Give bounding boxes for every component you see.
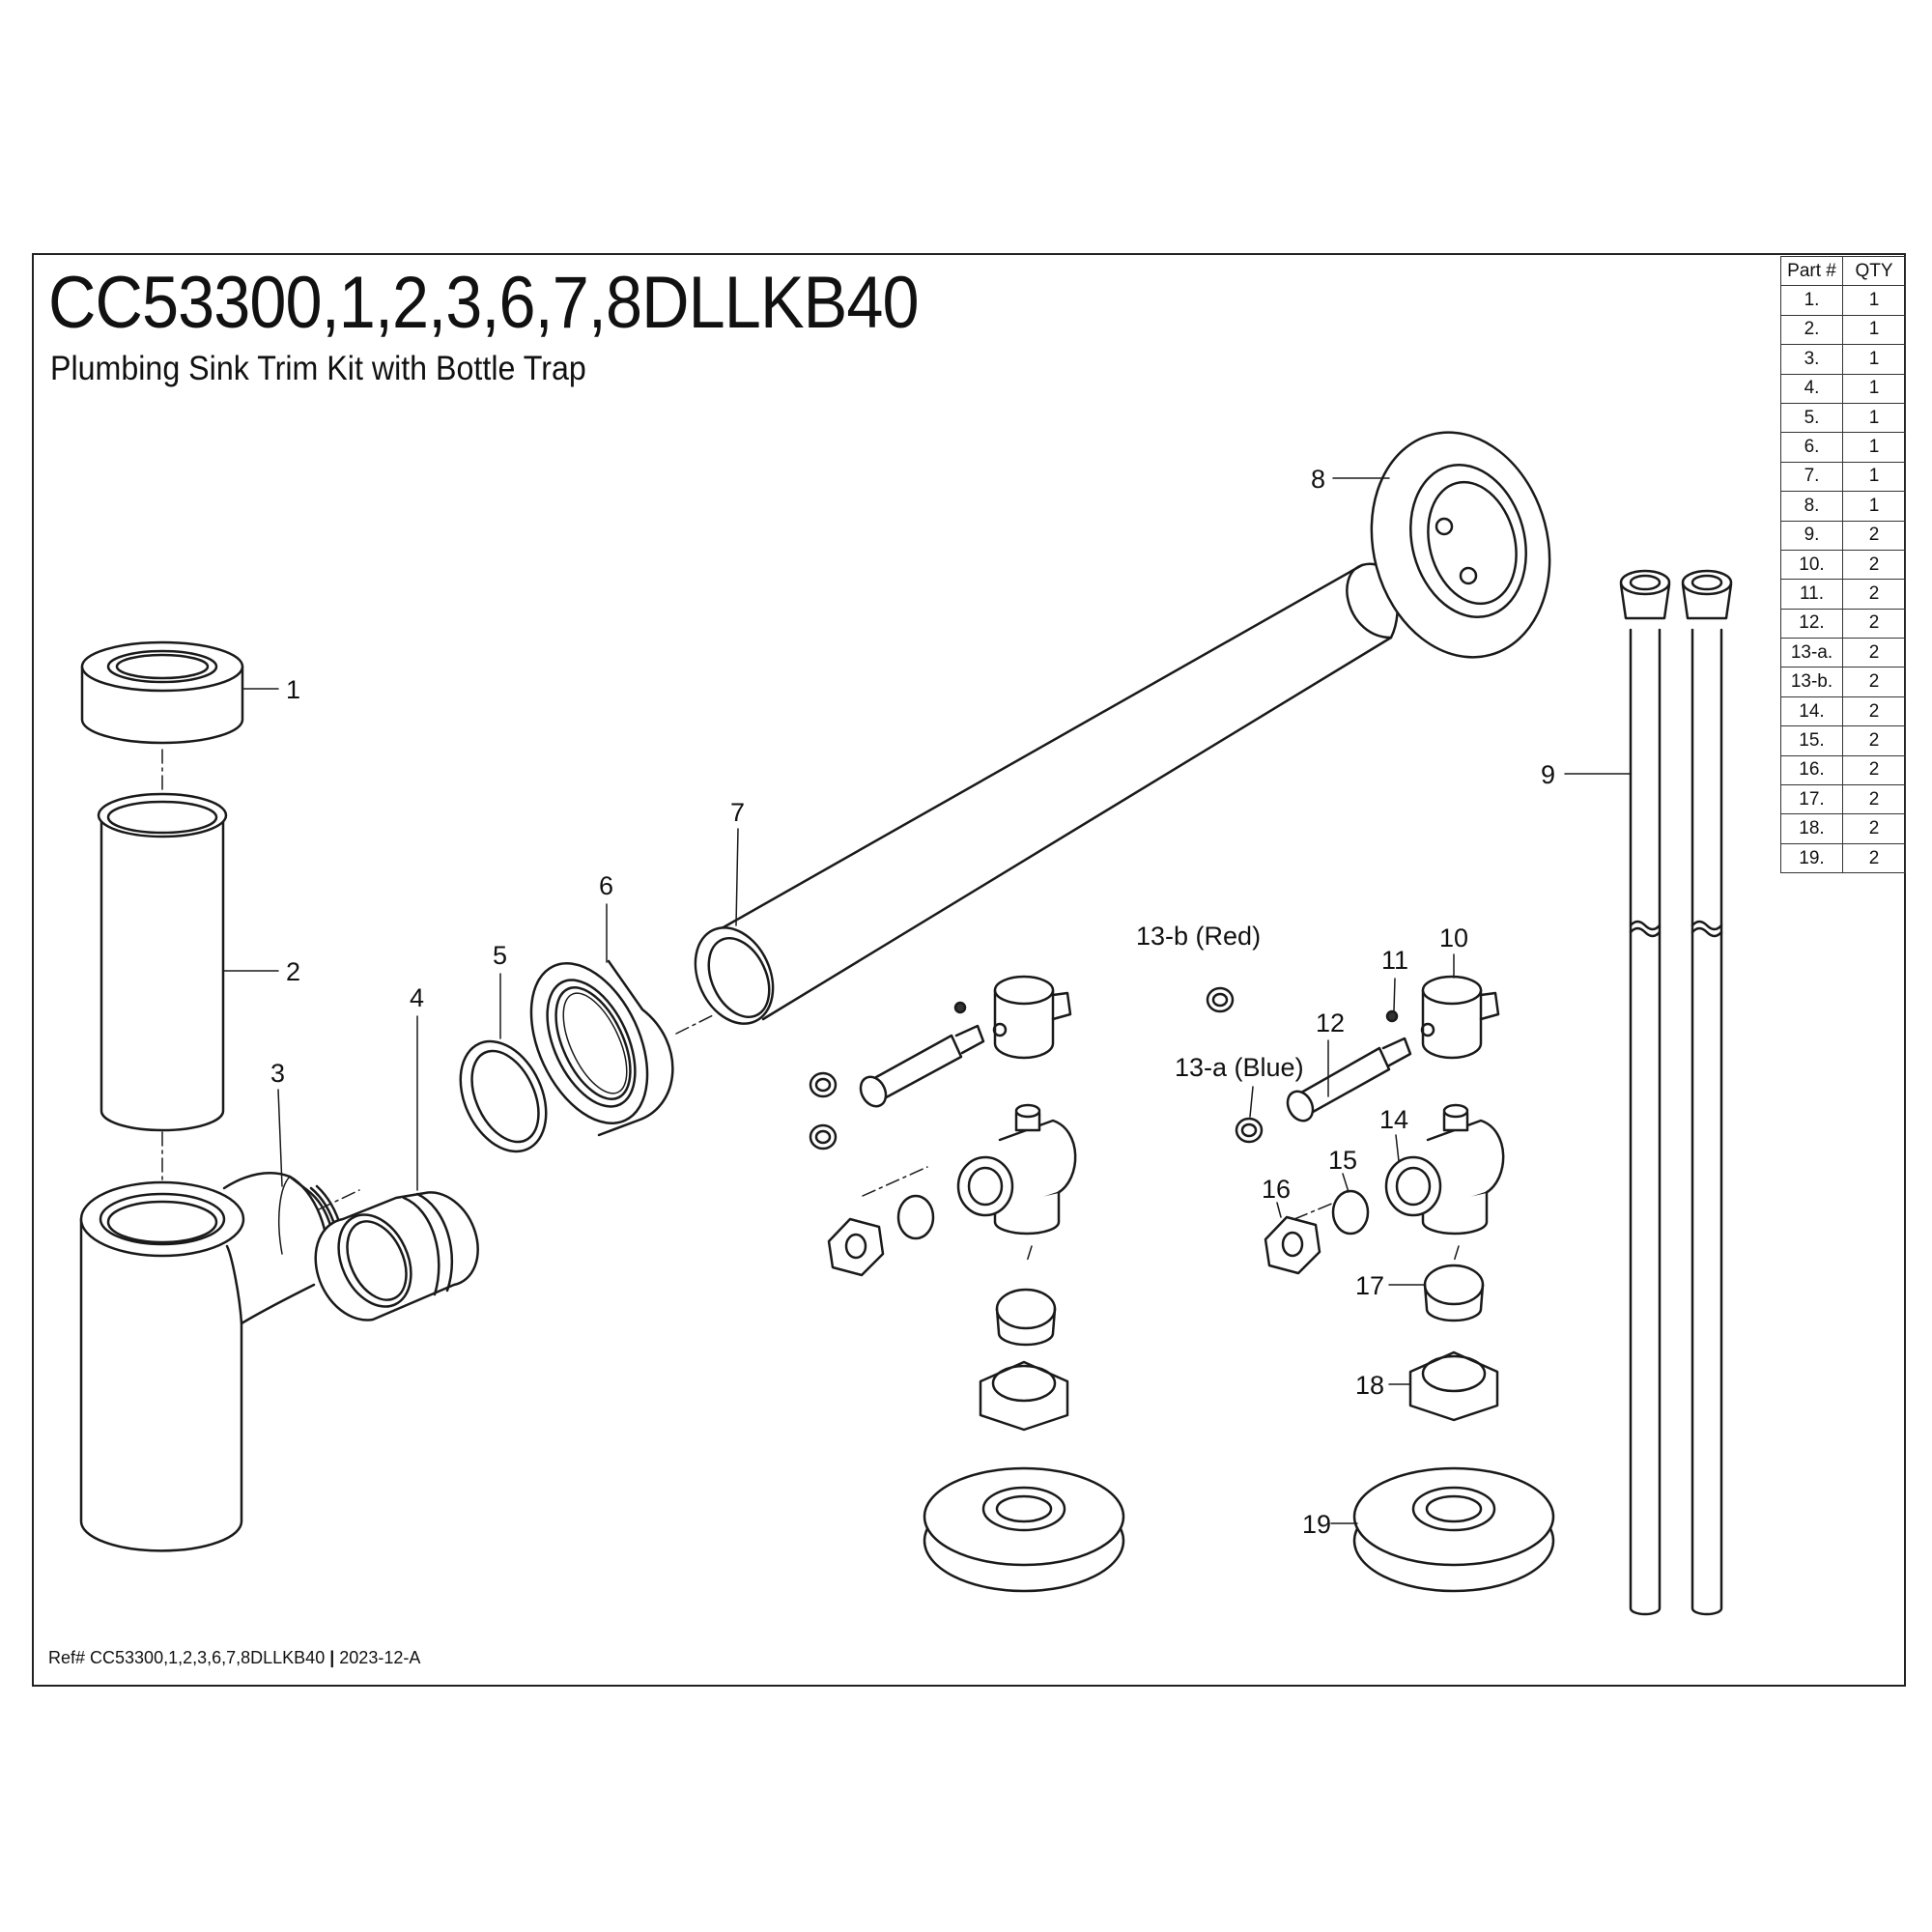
callout-part-11: 11 [1381,946,1408,975]
part-1-trap-ring [80,640,244,745]
callout-part-13a: 13-a (Blue) [1175,1053,1304,1082]
quantity-cell: 2 [1842,784,1906,815]
parts-table-row: 10.2 [1780,549,1906,581]
part-number-cell: 11. [1780,579,1843,610]
callout-part-2: 2 [286,957,300,986]
callout-part-13b: 13-b (Red) [1136,922,1261,951]
parts-table-row: 14.2 [1780,696,1906,727]
part-9-supply-tubes [1619,569,1733,1616]
part-number-cell: 14. [1780,696,1843,727]
part-number-cell: 4. [1780,373,1843,404]
parts-table-row: 13-a.2 [1780,638,1906,668]
quantity-cell: 2 [1842,754,1906,786]
parts-table-header: Part # QTY [1780,255,1906,287]
quantity-cell: 1 [1842,461,1906,493]
parts-table-row: 4.1 [1780,373,1906,404]
callout-part-4: 4 [410,983,424,1012]
quantity-cell: 1 [1842,491,1906,522]
quantity-cell: 2 [1842,842,1906,874]
callout-part-10: 10 [1439,923,1468,952]
quantity-cell: 2 [1842,608,1906,639]
part-number-cell: 19. [1780,842,1843,874]
parts-table-row: 11.2 [1780,579,1906,610]
page-title: CC53300,1,2,3,6,7,8DLLKB40 [48,262,920,344]
part-7-wall-tube [694,562,1399,1025]
parts-table-row: 13-b.2 [1780,667,1906,697]
part-number-cell: 16. [1780,754,1843,786]
quantity-cell: 2 [1842,813,1906,844]
right-stop-valve-assembly [1206,975,1555,1593]
callout-part-7: 7 [730,798,745,827]
callout-part-12: 12 [1316,1009,1345,1037]
page-subtitle: Plumbing Sink Trim Kit with Bottle Trap [50,350,586,387]
callout-part-5: 5 [493,941,507,970]
quantity-cell: 1 [1842,314,1906,346]
reference-separator: | [329,1648,335,1667]
callout-part-19: 19 [1302,1510,1331,1539]
quantity-cell: 2 [1842,696,1906,727]
callout-part-16: 16 [1262,1175,1291,1204]
parts-table-row: 9.2 [1780,520,1906,551]
callout-part-1: 1 [286,675,300,704]
part-number-cell: 1. [1780,285,1843,316]
callout-part-3: 3 [270,1059,285,1088]
left-stop-valve-assembly [809,975,1125,1593]
reference-number: Ref# CC53300,1,2,3,6,7,8DLLKB40 [48,1648,326,1667]
quantity-cell: 1 [1842,344,1906,375]
parts-table-row: 15.2 [1780,725,1906,756]
drawing-border [32,253,1906,1687]
callout-part-8: 8 [1311,465,1325,494]
parts-table-row: 7.1 [1780,461,1906,493]
part-number-cell: 2. [1780,314,1843,346]
quantity-cell: 1 [1842,373,1906,404]
parts-table-row: 3.1 [1780,344,1906,375]
callout-part-14: 14 [1379,1105,1408,1134]
quantity-cell: 2 [1842,520,1906,551]
quantity-cell: 2 [1842,549,1906,581]
callout-part-17: 17 [1355,1271,1384,1300]
callout-part-18: 18 [1355,1371,1384,1400]
part-number-cell: 18. [1780,813,1843,844]
part-5-washer [459,1039,548,1153]
parts-table-row: 19.2 [1780,842,1906,874]
reference-line: Ref# CC53300,1,2,3,6,7,8DLLKB40 | 2023-1… [48,1648,420,1668]
part-number-cell: 13-b. [1780,667,1843,697]
parts-table-row: 12.2 [1780,608,1906,639]
parts-table-row: 6.1 [1780,432,1906,463]
parts-table-row: 2.1 [1780,314,1906,346]
quantity-cell: 2 [1842,725,1906,756]
parts-table-row: 18.2 [1780,813,1906,844]
part-number-cell: 15. [1780,725,1843,756]
quantity-cell: 2 [1842,638,1906,668]
parts-table-row: 1.1 [1780,285,1906,316]
revision-code: 2023-12-A [339,1648,421,1667]
part-number-cell: 5. [1780,402,1843,434]
callout-part-9: 9 [1541,760,1555,789]
part-number-header: Part # [1780,255,1843,287]
callout-labels: 1 2 3 4 5 6 7 8 9 10 11 12 13-b (Red) 13… [270,465,1555,1539]
part-2-trap-tube [97,792,228,1132]
quantity-cell: 2 [1842,579,1906,610]
quantity-header: QTY [1842,255,1906,287]
callout-leader-lines [222,477,1632,1524]
parts-table-row: 8.1 [1780,491,1906,522]
parts-table-row: 17.2 [1780,784,1906,815]
quantity-cell: 1 [1842,285,1906,316]
part-number-cell: 13-a. [1780,638,1843,668]
part-4-trap-nut-insert [314,1191,479,1321]
part-8-wall-flange [1370,431,1551,659]
parts-table-row: 16.2 [1780,754,1906,786]
callout-part-6: 6 [599,871,613,900]
callout-part-15: 15 [1328,1146,1357,1175]
part-3-bottle-trap-body [79,1171,347,1552]
quantity-cell: 2 [1842,667,1906,697]
part-6-slip-nut [529,959,674,1137]
